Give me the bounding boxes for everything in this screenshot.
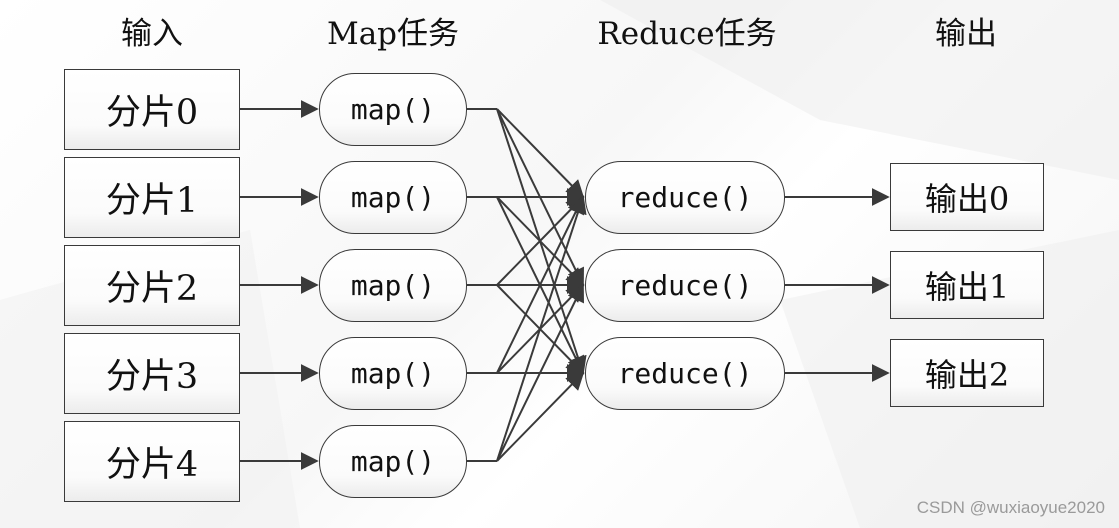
map-task-0: map(): [319, 73, 467, 146]
title-reduce: Reduce任务: [597, 16, 777, 52]
output-1: 输出1: [890, 251, 1044, 319]
arrow-map-4-to-reduce-2: [496, 371, 585, 462]
arrow-map-4-to-reduce-0: [496, 195, 587, 462]
output-0: 输出0: [890, 163, 1044, 231]
reduce-task-0: reduce(): [585, 161, 785, 234]
title-input: 输入: [121, 16, 183, 52]
reduce-task-2: reduce(): [585, 337, 785, 410]
output-2: 输出2: [890, 339, 1044, 407]
map-task-3: map(): [319, 337, 467, 410]
map-task-1: map(): [319, 161, 467, 234]
input-split-0: 分片0: [64, 69, 240, 150]
input-split-3: 分片3: [64, 333, 240, 414]
input-split-2: 分片2: [64, 245, 240, 326]
title-map: Map任务: [326, 16, 460, 52]
arrow-map-3-to-reduce-0: [496, 195, 584, 374]
arrow-map-4-to-reduce-1: [496, 283, 584, 462]
arrow-map-0-to-reduce-0: [496, 108, 585, 199]
input-split-4: 分片4: [64, 421, 240, 502]
input-split-1: 分片1: [64, 157, 240, 238]
map-task-4: map(): [319, 425, 467, 498]
map-task-2: map(): [319, 249, 467, 322]
reduce-task-1: reduce(): [585, 249, 785, 322]
title-output: 输出: [935, 16, 997, 52]
watermark: CSDN @wuxiaoyue2020: [916, 498, 1105, 517]
